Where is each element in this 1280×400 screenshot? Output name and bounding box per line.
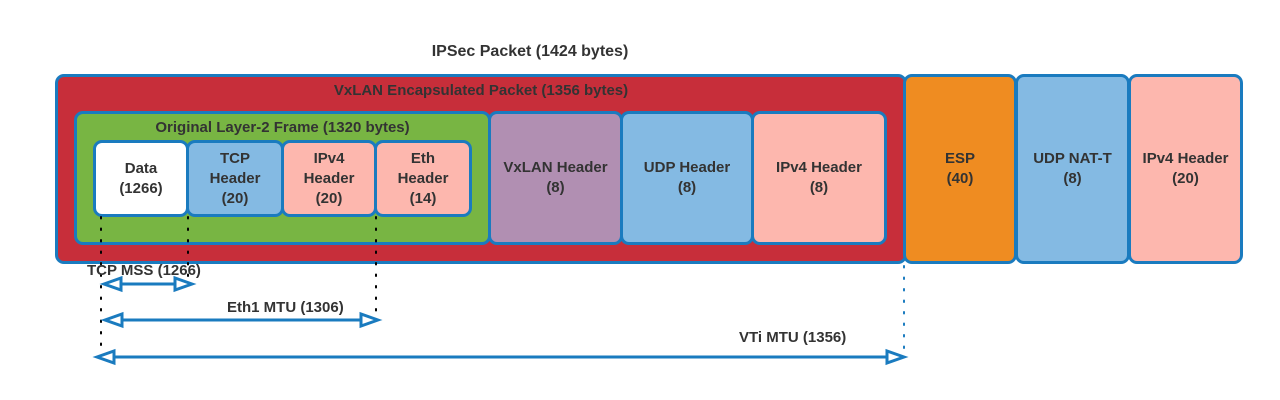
- eth-header-line1: Eth: [410, 149, 436, 167]
- inner-ipv4-line1: IPv4: [313, 149, 345, 167]
- tcp-mss-label: TCP MSS (1266): [87, 262, 201, 279]
- udp-nat-t-name: UDP NAT-T: [1033, 150, 1112, 167]
- udp-header-bytes: (8): [677, 179, 697, 196]
- esp-name: ESP: [944, 150, 975, 167]
- eth-header-line2: Header: [397, 169, 449, 187]
- outer-ipv4-header-name: IPv4 Header: [776, 159, 862, 176]
- data-segment: Data (1266): [93, 140, 189, 217]
- vxlan-packet-label: VxLAN Encapsulated Packet (1356 bytes): [333, 82, 629, 99]
- tcp-header-bytes: (20): [221, 189, 249, 207]
- vti-mtu-arrow: [92, 348, 909, 366]
- tcp-mss-arrow: [99, 275, 197, 293]
- ipsec-ipv4-header-name: IPv4 Header: [1142, 150, 1229, 167]
- ipsec-packet-title: IPSec Packet (1424 bytes): [431, 43, 629, 60]
- udp-nat-t-segment: UDP NAT-T (8): [1015, 74, 1130, 264]
- ipsec-ipv4-header-bytes: (20): [1172, 170, 1199, 187]
- vti-mtu-label: VTi MTU (1356): [739, 329, 847, 346]
- vxlan-header-segment: VxLAN Header (8): [488, 111, 623, 245]
- eth1-mtu-label: Eth1 MTU (1306): [227, 299, 344, 316]
- eth-header-segment: Eth Header (14): [374, 140, 472, 217]
- original-frame-label: Original Layer-2 Frame (1320 bytes): [155, 119, 410, 136]
- inner-ipv4-bytes: (20): [315, 189, 343, 207]
- outer-ipv4-header-bytes: (8): [809, 179, 829, 196]
- ipsec-ipv4-header-segment: IPv4 Header (20): [1128, 74, 1243, 264]
- udp-header-name: UDP Header: [643, 159, 731, 176]
- tcp-mss-arrow-right-head: [173, 275, 197, 293]
- tcp-header-line2: Header: [209, 169, 261, 187]
- data-segment-bytes: (1266): [119, 179, 163, 197]
- vti-mtu-arrow-right-head: [885, 348, 909, 366]
- vxlan-header-name: VxLAN Header: [503, 159, 608, 176]
- data-segment-name: Data: [124, 159, 158, 177]
- tcp-header-segment: TCP Header (20): [186, 140, 284, 217]
- vti-mtu-arrow-left-head: [92, 348, 116, 366]
- esp-bytes: (40): [946, 170, 974, 187]
- tcp-header-line1: TCP: [219, 149, 250, 167]
- eth-header-bytes: (14): [409, 189, 437, 207]
- udp-nat-t-bytes: (8): [1063, 170, 1082, 187]
- esp-segment: ESP (40): [903, 74, 1017, 264]
- eth1-mtu-arrow-left-head: [100, 311, 124, 329]
- udp-header-segment: UDP Header (8): [620, 111, 754, 245]
- inner-ipv4-line2: Header: [303, 169, 355, 187]
- inner-ipv4-header-segment: IPv4 Header (20): [281, 140, 377, 217]
- outer-ipv4-header-segment: IPv4 Header (8): [751, 111, 887, 245]
- tcp-mss-arrow-left-head: [99, 275, 123, 293]
- eth1-mtu-arrow-right-head: [359, 311, 383, 329]
- vxlan-header-bytes: (8): [546, 179, 565, 196]
